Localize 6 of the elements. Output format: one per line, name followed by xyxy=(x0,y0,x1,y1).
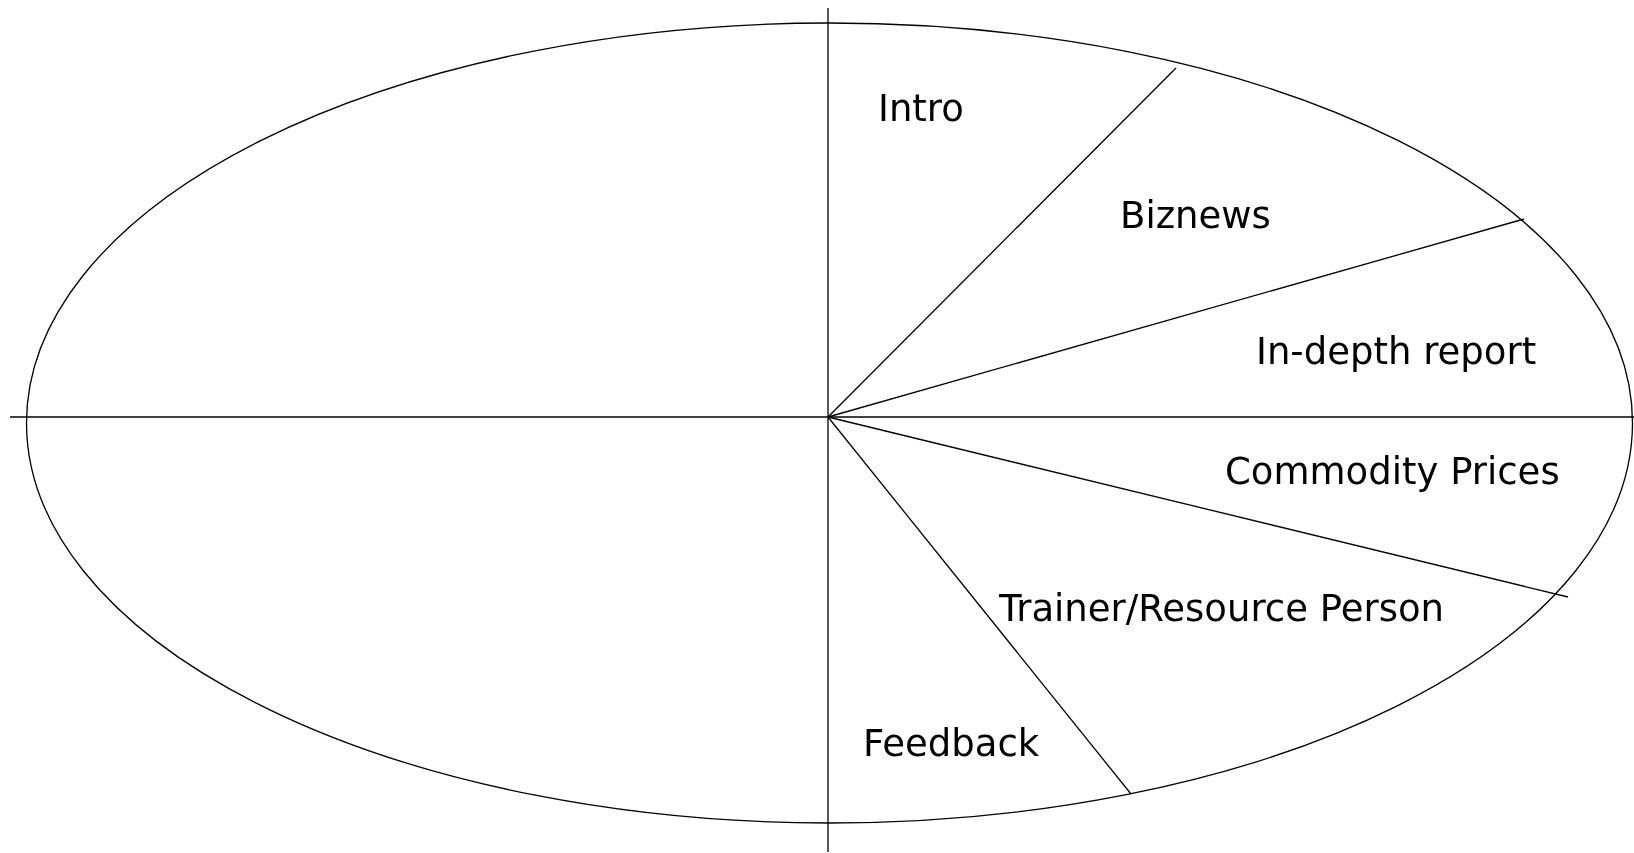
sector-label: Trainer/Resource Person xyxy=(999,587,1444,631)
sector-label: Commodity Prices xyxy=(1225,450,1560,494)
sector-label: Biznews xyxy=(1120,194,1271,238)
sector-label: Feedback xyxy=(863,722,1040,766)
sector-label: Intro xyxy=(878,87,964,131)
sector-label: In-depth report xyxy=(1256,330,1537,374)
